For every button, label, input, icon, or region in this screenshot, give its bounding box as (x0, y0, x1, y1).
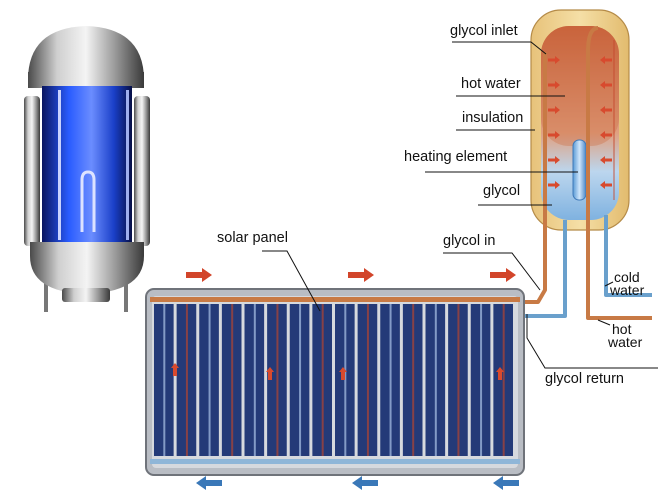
tank-heat-arrow (548, 81, 560, 89)
cold-flow-arrow (196, 476, 222, 490)
heating-element-rod (572, 139, 587, 201)
panel-riser (366, 304, 369, 456)
label-insulation: insulation (462, 110, 524, 126)
tank-heat-arrow (600, 106, 612, 114)
panel-riser (163, 304, 166, 456)
panel-riser (434, 304, 437, 456)
tank-heat-arrow (600, 181, 612, 189)
label-solar-panel: solar panel (217, 230, 288, 246)
tank-heat-arrow (548, 131, 560, 139)
tank-leg-left (44, 282, 48, 312)
label-heating-element: heating element (404, 149, 508, 165)
label-cold-water-line1: cold (614, 269, 640, 285)
tank-bottom-band (30, 242, 144, 256)
tank-heat-zone (541, 26, 619, 146)
panel-riser (480, 304, 483, 456)
leader-cold-water (604, 281, 614, 287)
panel-riser (299, 304, 302, 456)
cutaway-tank (24, 26, 150, 312)
tank-blue-core (42, 86, 132, 246)
panel-riser (502, 304, 505, 456)
panel-riser (276, 304, 279, 456)
panel-riser (231, 304, 234, 456)
leader-solar-panel (262, 250, 321, 312)
glycol-return-pipe (522, 220, 567, 318)
tank-heating-coil (80, 170, 96, 232)
hot-flow-arrow (186, 268, 212, 282)
panel-tubes (154, 304, 513, 456)
panel-riser (321, 304, 324, 456)
leader-glycol-return (526, 314, 658, 369)
panel-top-header (150, 297, 520, 302)
panel-bottom-header (150, 459, 520, 464)
piping (522, 26, 652, 320)
cold-flow-arrow (493, 476, 519, 490)
panel-riser (253, 304, 256, 456)
label-hot-water-tank: hot water (461, 76, 521, 92)
label-glycol-inlet: glycol inlet (450, 23, 518, 39)
flow-arrows (186, 268, 519, 490)
tank-shell-right (134, 96, 150, 246)
hot-water-pipe (586, 26, 652, 320)
riser-flow-arrow (266, 367, 274, 380)
leader-glycol-in (443, 252, 541, 291)
leader-glycol-inlet (452, 41, 547, 55)
tank-leg-right (124, 282, 128, 312)
hot-flow-arrow (490, 268, 516, 282)
label-glycol-in: glycol in (443, 233, 496, 249)
tank-heat-arrow (600, 156, 612, 164)
solar-panel (145, 288, 525, 476)
riser-flow-arrow (171, 363, 179, 376)
panel-riser (185, 304, 188, 456)
panel-riser (457, 304, 460, 456)
hot-flow-arrow (348, 268, 374, 282)
tank-top-dome (28, 26, 144, 80)
tank-heat-arrow (548, 56, 560, 64)
cold-water-pipe (604, 215, 652, 297)
tank-heat-arrows (548, 56, 612, 189)
label-cold-water-line2: water (610, 282, 645, 298)
tank-heat-arrow (600, 56, 612, 64)
tank-shell-left (24, 96, 40, 246)
tank-bottom-dome (30, 256, 144, 294)
label-glycol-return: glycol return (545, 371, 624, 387)
tank-bottom-outlet (62, 288, 110, 302)
leader-lines (262, 41, 658, 369)
panel-riser (344, 304, 347, 456)
tank-heat-arrow (600, 131, 612, 139)
tank-heat-arrow (600, 81, 612, 89)
label-glycol: glycol (483, 183, 521, 199)
leader-hot-water-out (597, 319, 611, 326)
label-hot-water-out-line2: water (608, 334, 643, 350)
label-hot-water-out-line1: hot (612, 321, 632, 337)
tank-heat-arrow (548, 181, 560, 189)
riser-flow-arrow (496, 367, 504, 380)
tank-top-band (28, 72, 144, 88)
tank-inner-rod-2 (126, 90, 129, 240)
riser-flow-arrow (339, 367, 347, 380)
panel-riser (412, 304, 415, 456)
glycol-in-pipe (522, 52, 547, 304)
panel-riser (208, 304, 211, 456)
tank-heat-arrow (548, 156, 560, 164)
tank-inner-rod-1 (58, 90, 61, 240)
tank-heat-arrow (548, 106, 560, 114)
panel-riser (389, 304, 392, 456)
cold-flow-arrow (352, 476, 378, 490)
